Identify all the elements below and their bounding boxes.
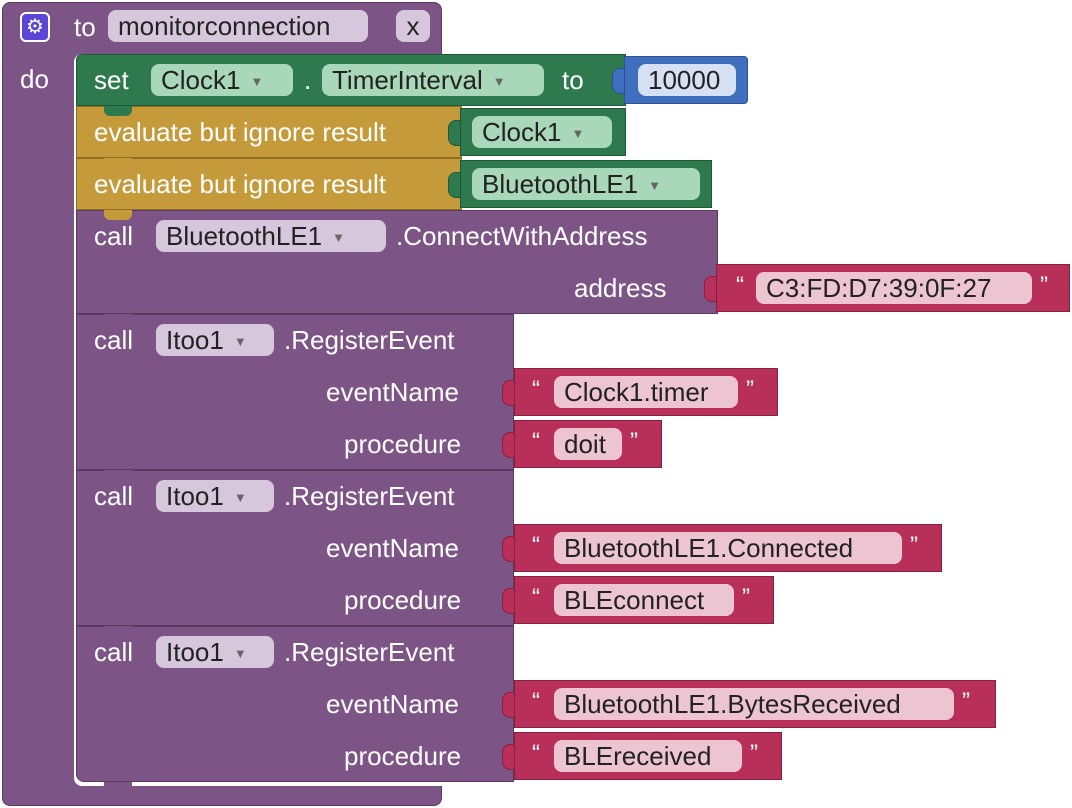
open-quote-icon: “ <box>532 428 540 455</box>
number-value-field[interactable]: 10000 <box>638 64 736 96</box>
register-call-block-1[interactable] <box>76 314 514 470</box>
close-quote-icon: ” <box>1040 272 1048 299</box>
register-component-dropdown-3[interactable]: Itoo1 ▼ <box>156 636 274 668</box>
block-notch <box>104 158 132 168</box>
evaluate-block-1[interactable] <box>76 106 462 158</box>
register-method-name-2: .RegisterEvent <box>284 481 455 511</box>
register-proc-label-2: procedure <box>344 585 462 615</box>
open-quote-icon: “ <box>736 272 744 299</box>
chevron-down-icon: ▼ <box>250 74 264 90</box>
text-value-proc-2[interactable]: BLEconnect <box>554 584 734 616</box>
register-proc-label-3: procedure <box>344 741 462 771</box>
open-quote-icon: “ <box>532 740 540 767</box>
component-dropdown-clock1[interactable]: Clock1 ▼ <box>472 116 612 148</box>
close-quote-icon: ” <box>962 688 970 715</box>
register-call-keyword-3: call <box>94 637 134 667</box>
procedure-to-keyword: to <box>74 12 96 42</box>
register-event-label-2: eventName <box>326 533 459 563</box>
block-notch <box>104 314 132 324</box>
chevron-down-icon: ▼ <box>233 646 247 662</box>
block-notch <box>104 470 132 480</box>
chevron-down-icon: ▼ <box>332 230 346 246</box>
chevron-down-icon: ▼ <box>492 74 506 90</box>
register-proc-label-1: procedure <box>344 429 462 459</box>
evaluate-label-1: evaluate but ignore result <box>94 117 386 147</box>
procedure-name-field[interactable]: monitorconnection <box>108 10 368 42</box>
connect-component-label: BluetoothLE1 <box>166 221 323 251</box>
register-call-block-2[interactable] <box>76 470 514 626</box>
evaluate-block-2[interactable] <box>76 158 462 210</box>
component-label-bluetoothle1: BluetoothLE1 <box>482 169 639 199</box>
component-label-clock1: Clock1 <box>482 117 562 147</box>
text-value-event-3[interactable]: BluetoothLE1.BytesReceived <box>554 688 954 720</box>
connect-method-name: .ConnectWithAddress <box>396 221 648 251</box>
text-value-event-2[interactable]: BluetoothLE1.Connected <box>554 532 902 564</box>
set-property-dropdown[interactable]: TimerInterval ▼ <box>322 64 544 96</box>
register-component-label-1: Itoo1 <box>166 325 224 355</box>
chevron-down-icon: ▼ <box>233 334 247 350</box>
register-component-dropdown-1[interactable]: Itoo1 ▼ <box>156 324 274 356</box>
register-method-name-1: .RegisterEvent <box>284 325 455 355</box>
set-property-label: TimerInterval <box>332 65 483 95</box>
register-call-keyword-2: call <box>94 481 134 511</box>
set-component-dropdown[interactable]: Clock1 ▼ <box>151 64 293 96</box>
register-method-name-3: .RegisterEvent <box>284 637 455 667</box>
close-quote-icon: ” <box>750 740 758 767</box>
register-component-label-2: Itoo1 <box>166 481 224 511</box>
set-to-keyword: to <box>562 65 584 95</box>
text-value-proc-1[interactable]: doit <box>554 428 622 460</box>
block-notch <box>104 210 132 220</box>
text-value-proc-3[interactable]: BLEreceived <box>554 740 742 772</box>
block-notch <box>104 626 132 636</box>
procedure-param-x[interactable]: x <box>396 10 430 42</box>
register-event-label-3: eventName <box>326 689 459 719</box>
evaluate-label-2: evaluate but ignore result <box>94 169 386 199</box>
chevron-down-icon: ▼ <box>648 178 662 194</box>
block-notch <box>104 782 132 792</box>
register-component-label-3: Itoo1 <box>166 637 224 667</box>
chevron-down-icon: ▼ <box>571 126 585 142</box>
register-call-keyword-1: call <box>94 325 134 355</box>
set-component-label: Clock1 <box>161 65 241 95</box>
set-keyword: set <box>94 65 129 95</box>
open-quote-icon: “ <box>532 688 540 715</box>
connect-call-keyword: call <box>94 221 134 251</box>
register-call-block-3[interactable] <box>76 626 514 782</box>
open-quote-icon: “ <box>532 584 540 611</box>
component-dropdown-bluetoothle1[interactable]: BluetoothLE1 ▼ <box>472 168 700 200</box>
register-event-label-1: eventName <box>326 377 459 407</box>
close-quote-icon: ” <box>630 428 638 455</box>
close-quote-icon: ” <box>746 376 754 403</box>
block-notch <box>104 106 132 116</box>
text-value-address[interactable]: C3:FD:D7:39:0F:27 <box>756 272 1032 304</box>
open-quote-icon: “ <box>532 376 540 403</box>
gear-icon[interactable]: ⚙ <box>20 12 50 42</box>
chevron-down-icon: ▼ <box>233 490 247 506</box>
close-quote-icon: ” <box>910 532 918 559</box>
procedure-do-keyword: do <box>20 64 49 94</box>
close-quote-icon: ” <box>742 584 750 611</box>
open-quote-icon: “ <box>532 532 540 559</box>
connect-component-dropdown[interactable]: BluetoothLE1 ▼ <box>156 220 386 252</box>
text-value-event-1[interactable]: Clock1.timer <box>554 376 738 408</box>
set-dot: . <box>304 65 312 95</box>
connect-arg-label: address <box>574 273 667 303</box>
register-component-dropdown-2[interactable]: Itoo1 ▼ <box>156 480 274 512</box>
